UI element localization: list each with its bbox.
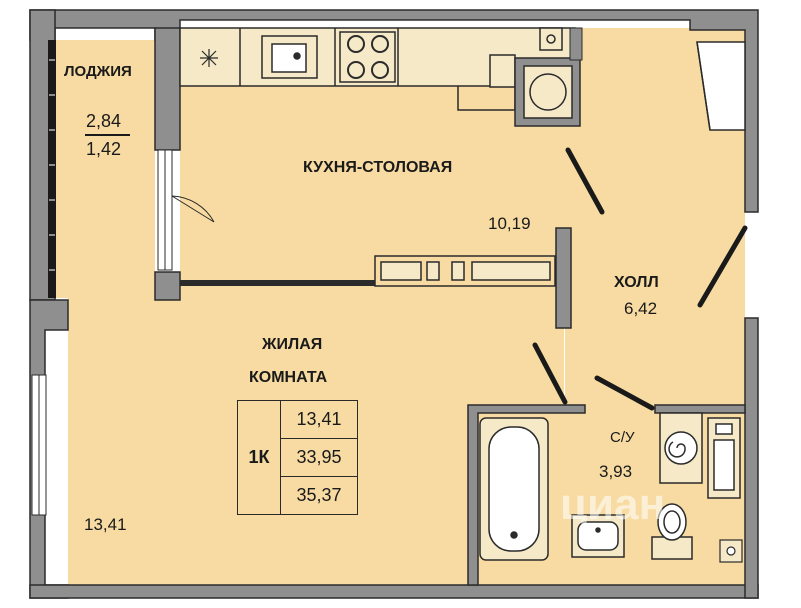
vent-shaft: [569, 27, 583, 61]
watermark: циан: [560, 480, 666, 529]
bathroom-wall: [467, 404, 586, 586]
small-cabinet: [489, 54, 516, 88]
kitchen-area: 10,19: [488, 214, 531, 233]
bathroom-wall-right: [654, 404, 746, 414]
loggia-glazing: [48, 40, 56, 298]
loggia-glazing-ticks: [49, 59, 55, 271]
bottom-wall: [29, 584, 759, 599]
balcony-door-swing: [171, 195, 215, 223]
living-area: 13,41: [84, 515, 127, 534]
total-area-value: 33,95: [280, 438, 358, 477]
wardrobe: [374, 255, 556, 287]
loggia-divider-wall: [154, 27, 181, 151]
living-name-line2: КОМНАТА: [249, 369, 328, 386]
boiler-icon: [514, 57, 581, 127]
area-summary-table: 1К 13,41 33,95 35,37: [237, 400, 358, 515]
bathroom-name: С/У: [610, 429, 635, 446]
washbasin: [571, 514, 625, 558]
loggia-area-bottom: 1,42: [86, 139, 122, 159]
riser: [719, 539, 743, 563]
loggia-divider-wall-low: [154, 271, 181, 301]
kitchen-living-wall: [180, 280, 375, 286]
total-with-loggia-value: 35,37: [280, 476, 358, 515]
toilet: [651, 503, 693, 560]
stove-burners: [347, 35, 389, 79]
bathroom-area: 3,93: [599, 462, 633, 481]
living-area-value: 13,41: [280, 400, 358, 439]
sink-tap: [539, 27, 563, 51]
apartment-type: 1К: [237, 400, 281, 515]
loggia-area-top: 2,84: [86, 111, 122, 131]
hall-cabinet: [696, 41, 746, 131]
loggia-area-divider: [85, 134, 130, 136]
bathtub: [479, 417, 549, 561]
fan-icon: [200, 49, 218, 67]
loggia-name: ЛОДЖИЯ: [64, 63, 132, 80]
right-wall-lower: [744, 317, 759, 599]
washing-machine: [659, 412, 703, 484]
hall-area: 6,42: [624, 299, 658, 318]
kitchen-name: КУХНЯ-СТОЛОВАЯ: [303, 159, 453, 176]
hall-name: ХОЛЛ: [614, 274, 659, 291]
bathroom-shelf: [707, 417, 741, 499]
hall-partition: [555, 227, 572, 329]
doors: [532, 147, 748, 411]
living-name-line1: ЖИЛАЯ: [262, 336, 323, 353]
